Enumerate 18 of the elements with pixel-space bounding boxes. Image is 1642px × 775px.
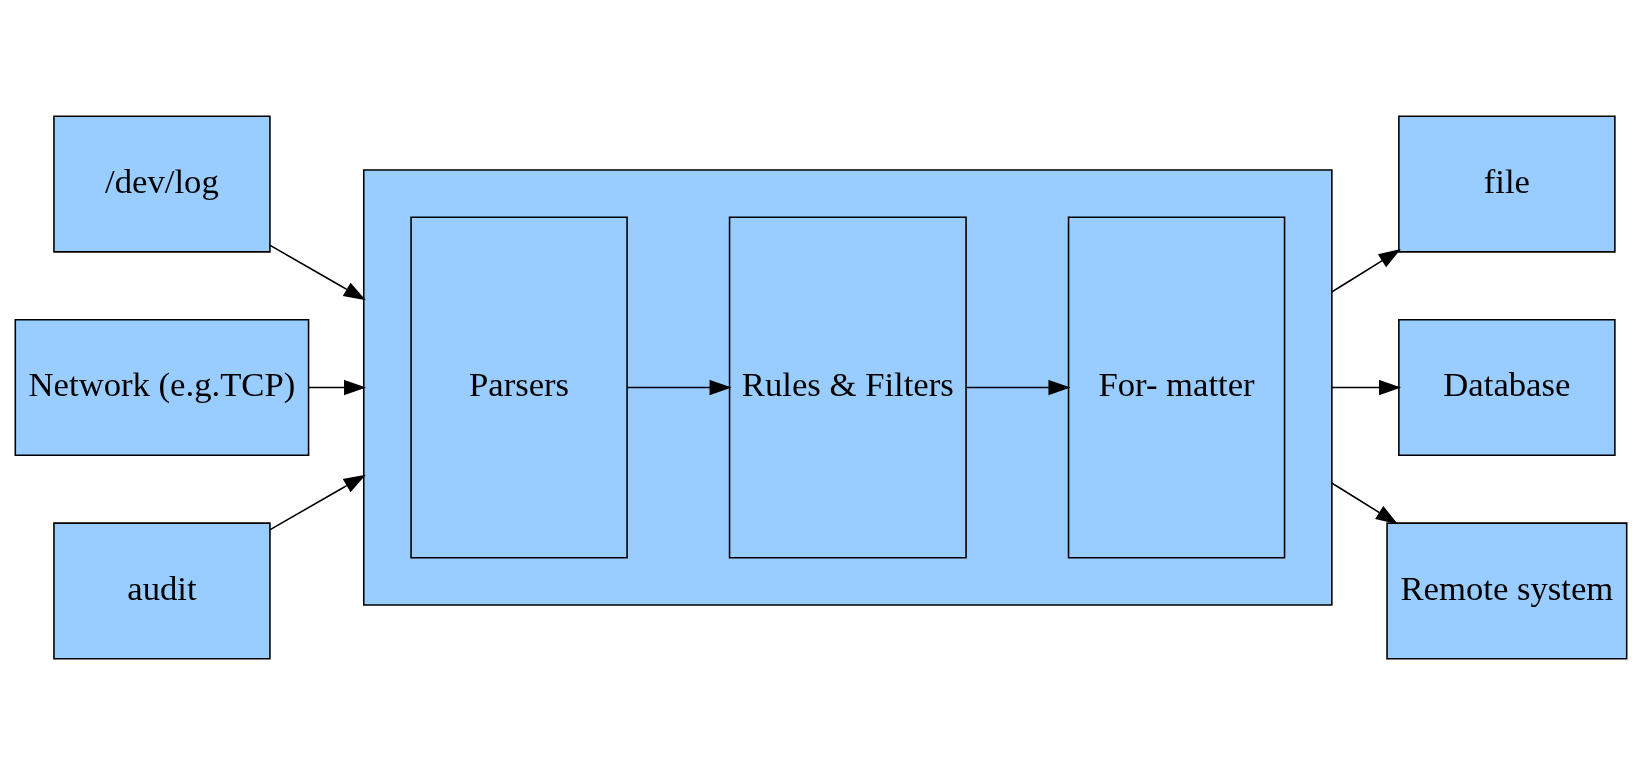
arrow <box>308 379 367 396</box>
node-box: Remote system <box>1386 522 1628 660</box>
node-box: /dev/log <box>53 115 271 253</box>
arrow <box>1331 249 1401 293</box>
node-box: Rules & Filters <box>728 216 967 559</box>
arrow <box>965 379 1071 396</box>
node-box: Network (e.g.TCP) <box>14 318 310 457</box>
arrow <box>626 379 732 396</box>
node-box: file <box>1398 115 1616 253</box>
arrow <box>269 244 366 301</box>
node-box: Database <box>1398 318 1616 457</box>
arrow <box>1331 482 1398 525</box>
node-box: Parsers <box>410 216 628 559</box>
node-box: audit <box>53 522 271 660</box>
cluster <box>362 169 1333 606</box>
arrow <box>269 474 366 531</box>
arrow <box>1331 379 1402 396</box>
node-box: For- matter <box>1067 216 1286 559</box>
